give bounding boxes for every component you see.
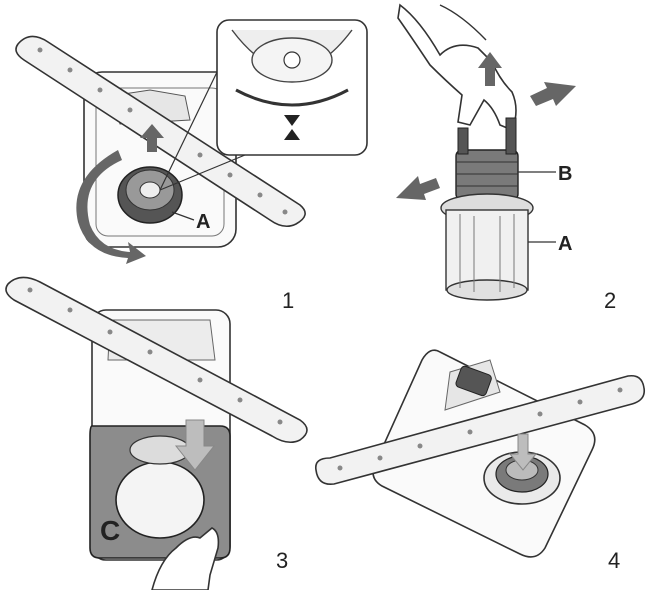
- rotate-arrow-icon: [76, 150, 146, 264]
- arrow-up-icon: [478, 52, 502, 86]
- spray-arm-icon: [314, 374, 646, 486]
- part-label-a-step1: A: [196, 211, 210, 233]
- spray-arm-icon: [15, 35, 306, 228]
- part-label-a-step2: A: [558, 233, 572, 255]
- panel-3: C 3: [5, 276, 308, 590]
- step-number-3: 3: [276, 548, 288, 573]
- part-label-c: C: [100, 515, 120, 546]
- spray-arm-icon: [5, 276, 308, 444]
- part-label-b: B: [558, 163, 572, 185]
- hand-icon: [151, 527, 220, 590]
- step-number-2: 2: [604, 288, 616, 313]
- panel-2: B A 2: [396, 3, 616, 313]
- filter-assembly-icon: [440, 117, 534, 301]
- tub-outline: [372, 349, 596, 558]
- arrow-in-right-icon: [530, 82, 576, 106]
- arrow-up-icon: [140, 124, 164, 152]
- arrow-down-icon: [508, 433, 538, 471]
- panel-1: A 1: [15, 19, 368, 313]
- panel-4: 4: [314, 349, 646, 573]
- filter-assembly-icon: [117, 166, 183, 224]
- detail-inset: [159, 19, 368, 191]
- step-number-4: 4: [608, 548, 620, 573]
- arrow-in-left-icon: [396, 176, 440, 200]
- arrow-down-icon: [174, 419, 216, 471]
- step-number-1: 1: [282, 288, 294, 313]
